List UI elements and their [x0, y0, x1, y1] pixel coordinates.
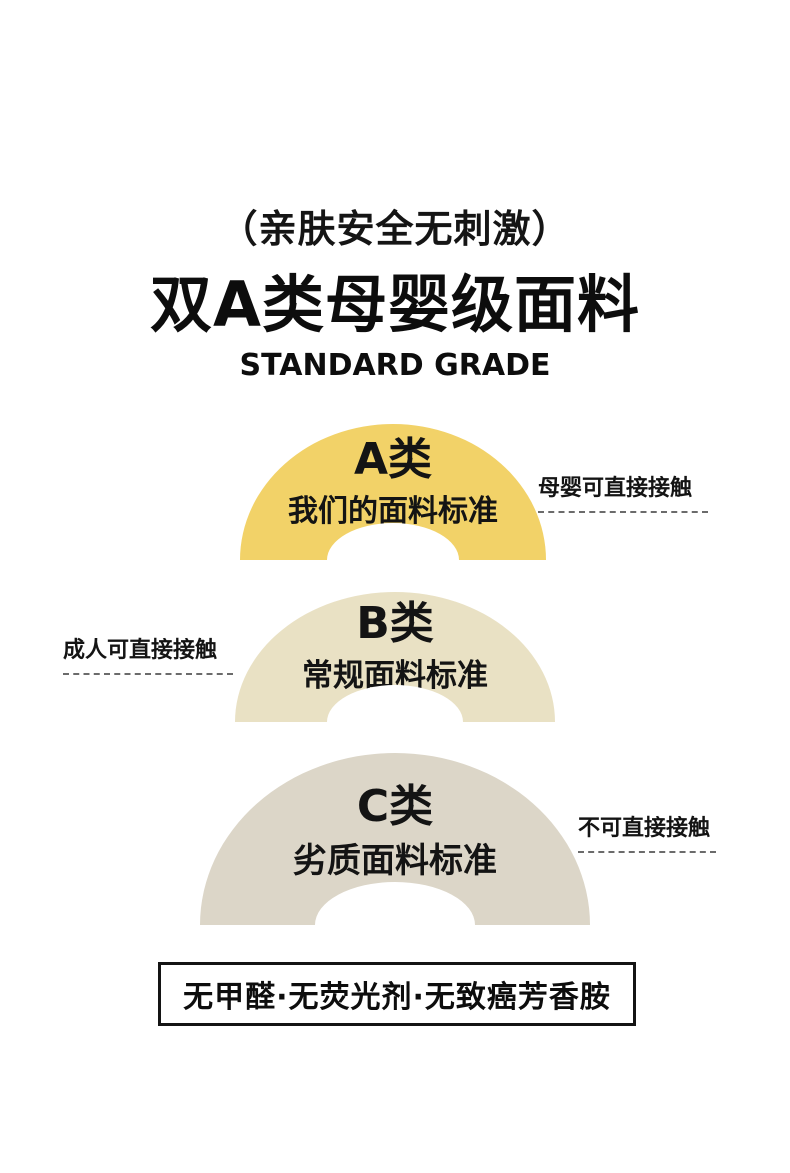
footer-claims-box: 无甲醛·无荧光剂·无致癌芳香胺 [158, 962, 636, 1026]
grade-c-arch: C类 劣质面料标准 [200, 753, 590, 925]
grade-b-arch: B类 常规面料标准 [235, 592, 555, 722]
grade-c-name: C类 [356, 781, 434, 832]
footer-claims-text: 无甲醛·无荧光剂·无致癌芳香胺 [183, 980, 611, 1015]
grade-b-description: 常规面料标准 [302, 658, 488, 695]
grade-b-name: B类 [356, 598, 434, 649]
header-tagline: （亲肤安全无刺激） [219, 207, 571, 251]
grade-c-contact-label: 不可直接接触 [578, 810, 716, 853]
grade-c-description: 劣质面料标准 [293, 841, 497, 882]
grade-a-contact-label: 母婴可直接接触 [538, 470, 708, 513]
page-title: 双A类母婴级面料 [150, 268, 640, 341]
grade-a-name: A类 [353, 434, 433, 485]
grade-a-description: 我们的面料标准 [288, 494, 498, 530]
header-english-subtitle: STANDARD GRADE [239, 348, 551, 383]
grade-b-contact-label: 成人可直接接触 [63, 632, 233, 675]
grade-a-arch: A类 我们的面料标准 [240, 424, 546, 560]
